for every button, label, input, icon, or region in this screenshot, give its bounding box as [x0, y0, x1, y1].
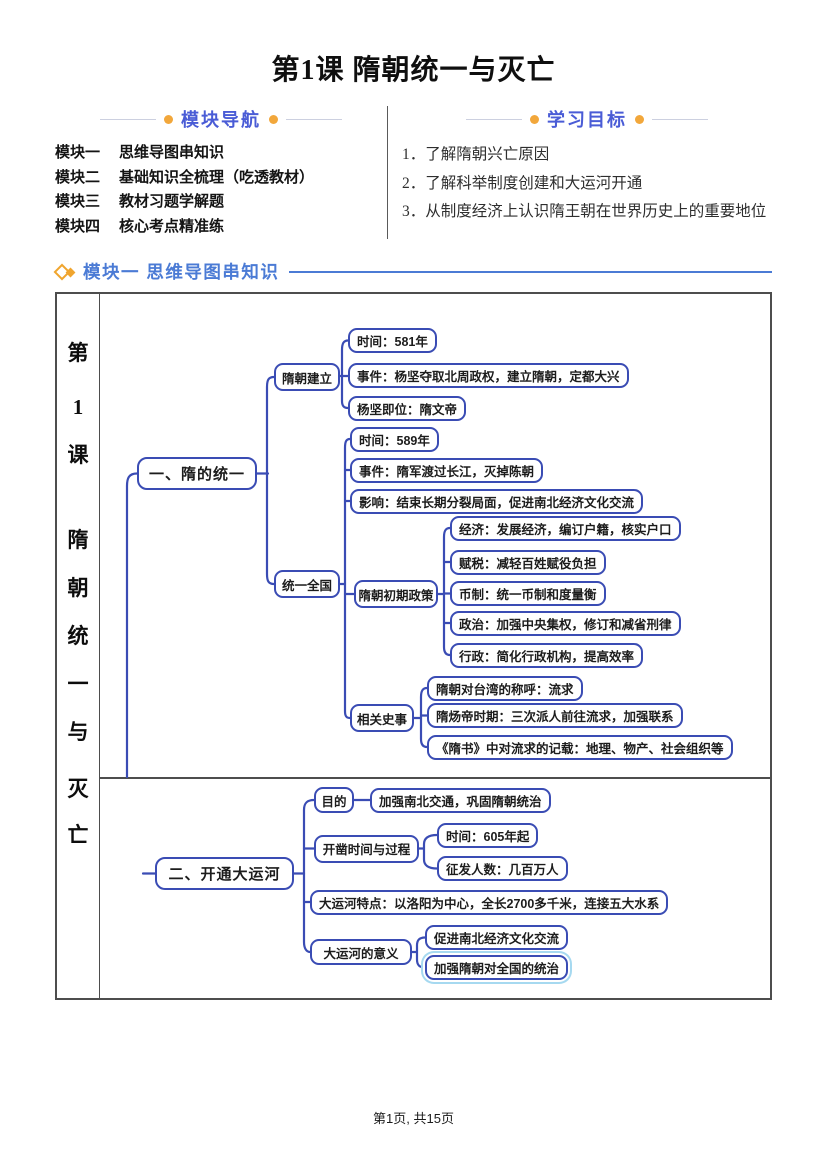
mindmap-section-divider: [99, 777, 770, 779]
module-nav-item: 模块四 核心考点精准练: [55, 215, 387, 240]
decor-line: [652, 118, 708, 120]
objectives-heading: 学习目标: [402, 106, 772, 132]
page-title: 第1课 隋朝统一与灭亡: [271, 55, 556, 86]
root-title-char: 统: [67, 624, 89, 648]
module-nav-item: 模块一 思维导图串知识: [55, 141, 387, 166]
orange-dot-icon: [530, 114, 539, 124]
root-title-char: 第: [67, 341, 89, 365]
node-canal-labor: 征发人数：几百万人: [437, 856, 568, 881]
module-label: 教材习题学解题: [119, 194, 225, 210]
node-founding-time: 时间：581年: [348, 328, 437, 353]
objective-item: 2．了解科举制度创建和大运河开通: [402, 174, 643, 192]
orange-dot-icon: [164, 114, 173, 124]
node-canal-timeline: 开凿时间与过程: [314, 834, 419, 863]
objectives-list: 1．了解隋朝兴亡原因 2．了解科举制度创建和大运河开通 3．从制度经济上认识隋王…: [402, 141, 772, 227]
node-suishu-records: 《隋书》中对流求的记载：地理、物产、社会组织等: [427, 734, 733, 760]
module-nav-list: 模块一 思维导图串知识 模块二 基础知识全梳理（吃透教材） 模块三 教材习题学解…: [55, 141, 387, 239]
module-nav-heading: 模块导航: [55, 106, 387, 132]
module-number: 模块三: [55, 194, 101, 210]
node-unify-event: 事件：隋军渡过长江，灭掉陈朝: [350, 457, 544, 483]
module-number: 模块四: [55, 218, 101, 235]
node-significance-exchange: 促进南北经济文化交流: [425, 925, 569, 950]
decor-line: [289, 270, 772, 273]
node-early-policies: 隋朝初期政策: [354, 580, 438, 608]
root-title-char: 灭: [67, 777, 89, 801]
root-title-char: 与: [67, 720, 89, 744]
root-title-char: 课: [67, 443, 89, 467]
objective-item: 3．从制度经济上认识隋王朝在世界历史上的重要地位: [402, 203, 767, 220]
module-label: 思维导图串知识: [119, 145, 225, 161]
node-yangjian-enthroned: 杨坚即位：隋文帝: [348, 395, 467, 421]
node-related-history: 相关史事: [350, 704, 414, 732]
page-footer: 第1页, 共15页: [373, 1111, 454, 1126]
node-policy-admin: 行政：简化行政机构，提高效率: [450, 642, 644, 668]
objectives-panel: 学习目标 1．了解隋朝兴亡原因 2．了解科举制度创建和大运河开通 3．从制度经济…: [387, 106, 772, 239]
node-significance-rule: 加强隋朝对全国的统治: [425, 955, 569, 980]
node-policy-economy: 经济：发展经济，编订户籍，核实户口: [450, 515, 681, 541]
module-number: 模块一: [55, 145, 101, 161]
node-founding-event: 事件：杨坚夺取北周政权，建立隋朝，定都大兴: [348, 362, 629, 388]
objective-item: 1．了解隋朝兴亡原因: [402, 146, 550, 163]
node-canal-features: 大运河特点：以洛阳为中心，全长2700多千米，连接五大水系: [310, 889, 669, 915]
connector-lines: [125, 339, 452, 969]
root-title-char: 隋: [67, 528, 89, 552]
orange-dot-icon: [635, 114, 644, 124]
node-grand-canal: 二、开通大运河: [155, 857, 294, 890]
root-title-char: 一: [67, 672, 89, 696]
node-unify-country: 统一全国: [274, 570, 340, 598]
module-nav-title: 模块导航: [181, 110, 261, 130]
module-number: 模块二: [55, 169, 101, 186]
objectives-title: 学习目标: [547, 110, 627, 130]
double-diamond-icon: [53, 263, 77, 281]
node-yangdi-missions: 隋炀帝时期：三次派人前往流求，加强联系: [427, 703, 683, 728]
module-nav-item: 模块二 基础知识全梳理（吃透教材）: [55, 166, 387, 191]
orange-dot-icon: [269, 114, 278, 124]
node-sui-unification: 一、隋的统一: [137, 457, 257, 490]
mindmap-box: 第 1 课 隋 朝 统 一 与 灭 亡: [55, 292, 772, 1000]
node-policy-politics: 政治：加强中央集权，修订和减省刑律: [450, 610, 681, 636]
module-nav-panel: 模块导航 模块一 思维导图串知识 模块二 基础知识全梳理（吃透教材） 模块三 教…: [55, 106, 387, 239]
root-title-char: 亡: [67, 823, 89, 847]
module-nav-item: 模块三 教材习题学解题: [55, 190, 387, 215]
mindmap-title-divider: [99, 294, 100, 998]
module-label: 核心考点精准练: [119, 218, 225, 235]
node-canal-purpose: 目的: [314, 787, 354, 813]
node-purpose-detail: 加强南北交通，巩固隋朝统治: [370, 787, 551, 813]
section-heading: 模块一 思维导图串知识: [53, 259, 772, 284]
node-canal-time: 时间：605年起: [437, 822, 539, 848]
node-unify-time: 时间：589年: [350, 426, 439, 452]
decor-line: [286, 118, 342, 120]
node-policy-currency: 币制：统一币制和度量衡: [450, 581, 606, 606]
node-unify-impact: 影响：结束长期分裂局面，促进南北经济文化交流: [350, 488, 644, 514]
root-title-char: 1: [72, 395, 84, 419]
decor-line: [100, 118, 156, 120]
node-sui-founding: 隋朝建立: [274, 363, 340, 391]
header-columns: 模块导航 模块一 思维导图串知识 模块二 基础知识全梳理（吃透教材） 模块三 教…: [55, 106, 772, 239]
node-policy-tax: 赋税：减轻百姓赋役负担: [450, 549, 606, 575]
section-heading-text: 模块一 思维导图串知识: [83, 262, 280, 282]
root-title-char: 朝: [67, 576, 89, 600]
node-canal-significance: 大运河的意义: [310, 939, 412, 965]
module-label: 基础知识全梳理（吃透教材）: [119, 169, 315, 186]
decor-line: [466, 118, 522, 120]
node-taiwan-name: 隋朝对台湾的称呼：流求: [427, 675, 583, 701]
